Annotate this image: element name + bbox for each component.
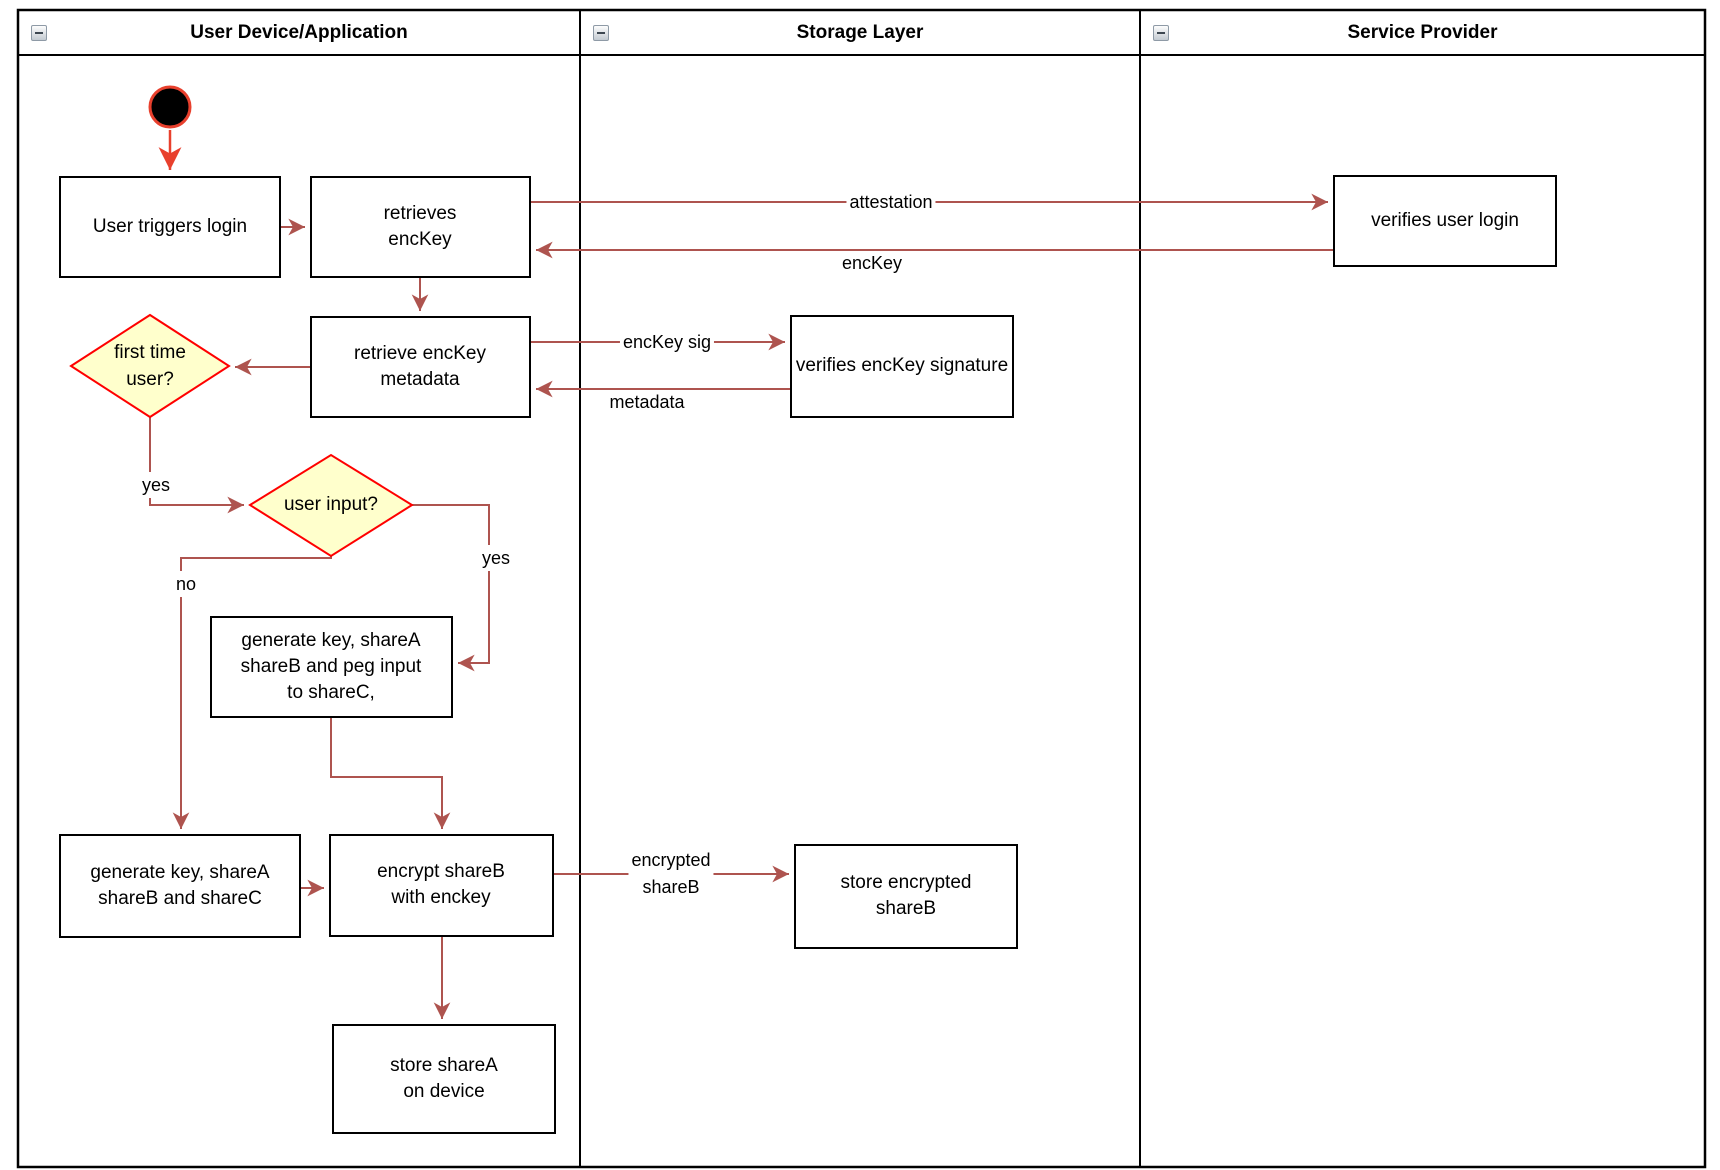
edge-label-yes-first-time: yes bbox=[138, 472, 174, 498]
node-store-sharea[interactable] bbox=[332, 1024, 556, 1134]
node-retrieve-enckey-metadata[interactable] bbox=[310, 316, 531, 418]
edge-label-attestation: attestation bbox=[846, 189, 936, 215]
node-label-generate-key-peg: generate key, shareA shareB and peg inpu… bbox=[240, 630, 422, 703]
node-label-store-encrypted-shareb: store encrypted shareB bbox=[840, 872, 972, 919]
edge-label-yes-user-input: yes bbox=[478, 545, 514, 571]
node-label-encrypt-shareb: encrypt shareB with enckey bbox=[377, 861, 505, 908]
edge-peg-to-encrypt[interactable] bbox=[330, 717, 451, 829]
node-label-retrieves-enckey: retrieves encKey bbox=[383, 203, 457, 250]
node-label-retrieve-enckey-metadata: retrieve encKey metadata bbox=[353, 343, 487, 390]
node-verifies-enckey-signature[interactable] bbox=[790, 315, 1014, 418]
node-user-triggers-login[interactable] bbox=[59, 176, 281, 278]
node-retrieves-enckey[interactable] bbox=[310, 176, 531, 278]
collapse-icon[interactable] bbox=[31, 24, 47, 41]
lane-header-storage-layer[interactable]: Storage Layer bbox=[580, 10, 1140, 55]
decision-first-time-user[interactable] bbox=[69, 313, 231, 419]
node-label-verifies-enckey-signature: verifies encKey signature bbox=[795, 355, 1009, 376]
edge-label-no-user-input: no bbox=[172, 571, 200, 597]
lane-header-service-provider[interactable]: Service Provider bbox=[1140, 10, 1705, 55]
edge-yes-first-time[interactable] bbox=[149, 417, 244, 514]
decision-label-first-time-user: first time user? bbox=[114, 342, 186, 390]
node-label-user-triggers-login: User triggers login bbox=[92, 216, 248, 237]
collapse-icon[interactable] bbox=[1153, 24, 1169, 41]
edge-label-metadata: metadata bbox=[609, 392, 685, 412]
start-node[interactable] bbox=[148, 85, 192, 129]
node-generate-key-sharec[interactable] bbox=[59, 834, 301, 938]
lane-title: User Device/Application bbox=[190, 21, 408, 43]
edge-label-encrypted-shareb: encrypted shareB bbox=[628, 847, 714, 901]
node-label-verifies-user-login: verifies user login bbox=[1371, 210, 1519, 231]
node-label-generate-key-sharec: generate key, shareA shareB and shareC bbox=[90, 862, 270, 909]
edge-yes-user-input[interactable] bbox=[412, 504, 490, 672]
decision-label-user-input: user input? bbox=[283, 494, 379, 515]
node-label-store-sharea: store shareA on device bbox=[390, 1055, 498, 1102]
edge-label-enckey: encKey bbox=[841, 253, 903, 273]
lane-title: Service Provider bbox=[1347, 21, 1498, 43]
decision-user-input[interactable] bbox=[248, 453, 414, 558]
node-store-encrypted-shareb[interactable] bbox=[794, 844, 1018, 949]
lane-title: Storage Layer bbox=[796, 21, 924, 43]
edge-label-enckey-sig: encKey sig bbox=[619, 329, 715, 355]
collapse-icon[interactable] bbox=[593, 24, 609, 41]
lane-header-user-device[interactable]: User Device/Application bbox=[18, 10, 580, 55]
node-generate-key-peg[interactable] bbox=[210, 616, 453, 718]
node-encrypt-shareb[interactable] bbox=[329, 834, 554, 937]
node-verifies-user-login[interactable] bbox=[1333, 175, 1557, 267]
pool-border bbox=[16, 8, 1707, 1169]
